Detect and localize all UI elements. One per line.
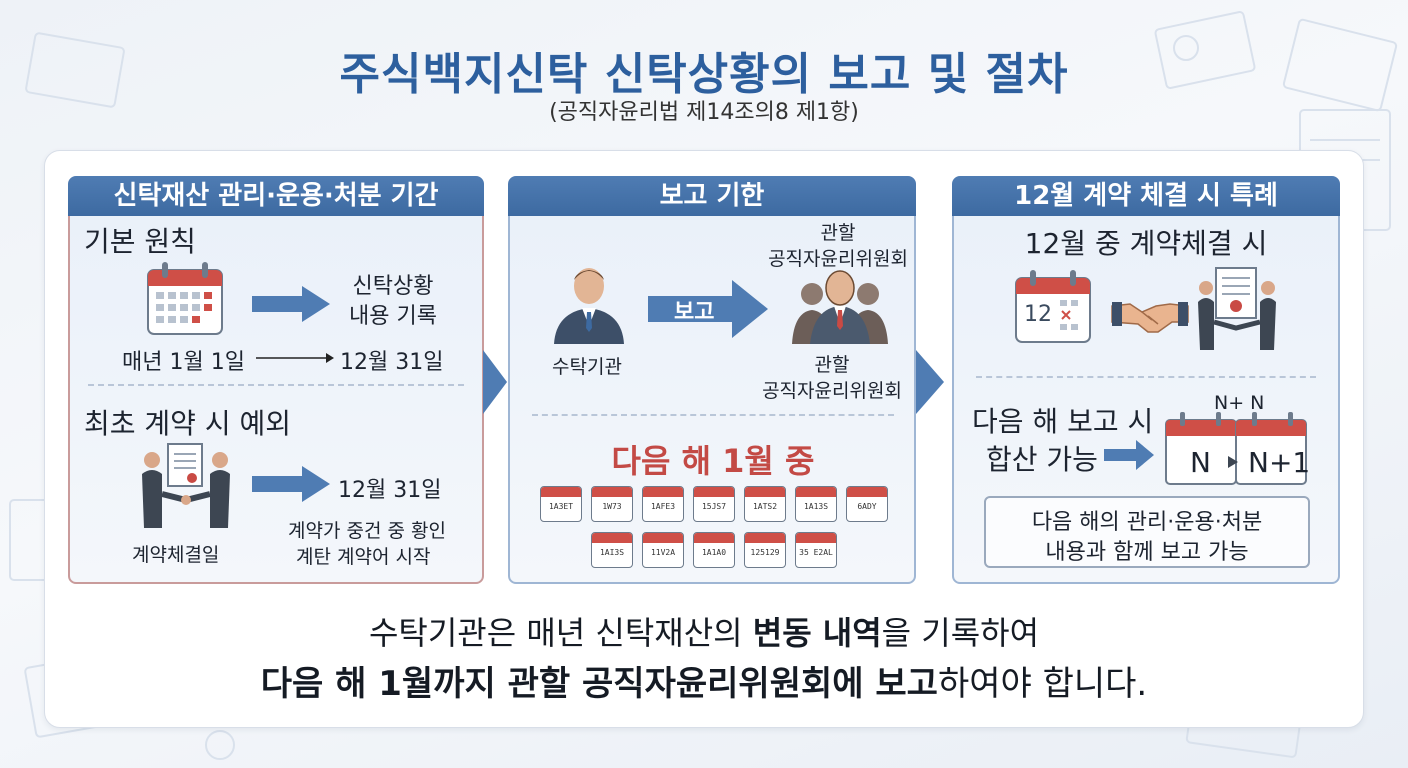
contract-note-2: 계탄 계약어 시작 <box>296 546 431 568</box>
panel1-divider <box>88 384 464 386</box>
period-end: 12월 31일 <box>340 350 444 375</box>
arrow-right-icon <box>252 286 330 322</box>
contract-signing-icon <box>1198 267 1276 350</box>
december-calendar-icon <box>1015 270 1091 343</box>
small-calendar-icon: 1A1A0 <box>693 532 735 568</box>
authority-top-2: 공직자윤리위원회 <box>768 248 908 270</box>
chevron-right-icon <box>483 350 507 414</box>
small-calendar-icon: 15JS7 <box>693 486 735 522</box>
year-label: N+ N <box>1214 392 1265 414</box>
panel-heading: 보고 기한 <box>508 176 916 216</box>
contract-end: 12월 31일 <box>338 478 442 503</box>
small-calendar-header <box>592 533 632 543</box>
arrow-thin-icon <box>256 353 334 363</box>
report-arrow-icon <box>648 280 768 338</box>
small-calendar-icon: 1ATS2 <box>744 486 786 522</box>
small-calendar-header <box>796 533 836 543</box>
small-calendar-icon: 35 E2AL <box>795 532 837 568</box>
small-calendar-header <box>745 533 785 543</box>
december-contract-label: 12월 중 계약체결 시 <box>1024 227 1268 260</box>
period-start: 매년 1월 1일 <box>122 350 245 375</box>
small-calendar-header <box>847 487 887 497</box>
report-label: 보고 <box>674 300 715 325</box>
arrow-right-icon <box>1104 440 1154 470</box>
summary-line-2: 다음 해 1월까지 관할 공직자윤리위원회에 보고하여야 합니다. <box>0 656 1408 705</box>
combined-line-2: 합산 가능 <box>986 443 1098 476</box>
small-calendar-label: 11V2A <box>650 548 676 557</box>
exception-label: 최초 계약 시 예외 <box>84 407 292 440</box>
small-calendar-header <box>796 487 836 497</box>
small-calendar-label: 1AI3S <box>599 548 625 557</box>
panel-heading: 12월 계약 체결 시 특례 <box>952 176 1340 216</box>
panel3-divider <box>976 376 1316 378</box>
contract-day-label: 계약체결일 <box>132 544 220 566</box>
small-calendar-label: 125129 <box>750 548 780 557</box>
chevron-right-icon <box>916 350 944 414</box>
arrow-right-icon <box>252 466 330 502</box>
calendar-grid: 1A3ET 1W73 1AFE3 15JS7 1ATS2 1A13S 6ADY 1AI3S 11… <box>540 486 890 570</box>
small-calendar-label: 15JS7 <box>701 502 727 511</box>
authority-bottom-1: 관할 <box>814 354 850 376</box>
handshake-contract-icon <box>142 443 230 528</box>
summary-line-1: 수탁기관은 매년 신탁재산의 변동 내역을 기록하여 <box>0 608 1408 654</box>
small-calendar-header <box>541 487 581 497</box>
summary-line-1-c: 을 기록하여 <box>881 614 1040 652</box>
small-calendar-label: 1AFE3 <box>650 502 676 511</box>
year-calendars-icon <box>1165 412 1307 485</box>
authority-bottom-2: 공직자윤리위원회 <box>762 380 902 402</box>
note-line-2: 내용과 함께 보고 가능 <box>1045 540 1249 565</box>
deadline-label: 다음 해 1월 중 <box>611 442 815 480</box>
note-line-1: 다음 해의 관리·운용·처분 <box>1031 510 1263 535</box>
summary-line-2-highlight: 다음 해 1월까지 관할 공직자윤리위원회에 보고 <box>260 664 938 704</box>
small-calendar-label: 1ATS2 <box>752 502 778 511</box>
year-n: N <box>1190 446 1211 479</box>
small-calendar-icon: 6ADY <box>846 486 888 522</box>
calendar-icon <box>147 262 223 335</box>
page-subtitle: (공직자윤리법 제14조의8 제1항) <box>549 100 859 125</box>
summary-line-2-b: 하여야 합니다. <box>937 664 1148 704</box>
small-calendar-label: 1A1A0 <box>701 548 727 557</box>
trustee-label: 수탁기관 <box>552 356 622 378</box>
small-calendar-icon: 1AFE3 <box>642 486 684 522</box>
small-calendar-icon: 1A13S <box>795 486 837 522</box>
handshake-icon <box>1111 302 1189 333</box>
summary-line-1-a: 수탁기관은 매년 신탁재산의 <box>368 614 753 652</box>
small-calendar-icon: 11V2A <box>642 532 684 568</box>
small-calendar-icon: 1AI3S <box>591 532 633 568</box>
small-calendar-header <box>643 487 683 497</box>
record-line-1: 신탁상황 <box>352 274 434 299</box>
basic-rule-label: 기본 원칙 <box>84 225 196 258</box>
panel2-divider <box>532 414 894 416</box>
committee-icon <box>792 270 888 344</box>
small-calendar-label: 6ADY <box>857 502 877 511</box>
summary-line-1-highlight: 변동 내역 <box>752 614 882 652</box>
page-title: 주식백지신탁 신탁상황의 보고 및 절차 <box>339 49 1069 100</box>
contract-note-1: 계약가 중건 중 황인 <box>288 520 446 542</box>
small-calendar-icon: 125129 <box>744 532 786 568</box>
small-calendar-label: 1A3ET <box>548 502 574 511</box>
authority-top-1: 관할 <box>820 222 856 244</box>
small-calendar-label: 1W73 <box>602 502 622 511</box>
note-box <box>984 496 1310 568</box>
small-calendar-header <box>592 487 632 497</box>
small-calendar-label: 1A13S <box>803 502 829 511</box>
calendar-day: 12 <box>1024 302 1052 327</box>
small-calendar-header <box>643 533 683 543</box>
small-calendar-header <box>694 533 734 543</box>
small-calendar-header <box>694 487 734 497</box>
year-n-plus-1: N+1 <box>1248 446 1311 479</box>
small-calendar-label: 35 E2AL <box>799 548 833 557</box>
small-calendar-header <box>745 487 785 497</box>
record-line-2: 내용 기록 <box>349 304 437 329</box>
small-calendar-icon: 1A3ET <box>540 486 582 522</box>
small-calendar-icon: 1W73 <box>591 486 633 522</box>
person-icon <box>554 268 624 344</box>
panel-heading: 신탁재산 관리·운용·처분 기간 <box>68 176 484 216</box>
combined-line-1: 다음 해 보고 시 <box>972 405 1154 438</box>
